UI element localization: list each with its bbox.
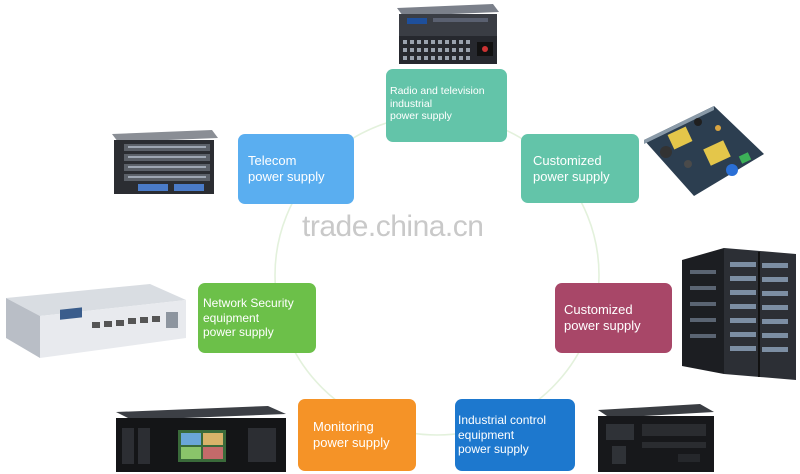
node-label-line: industrial: [390, 97, 433, 110]
radio-tv-power-supply-node: Radio and television industrial power su…: [386, 69, 507, 142]
node-label-line: Industrial control: [458, 413, 547, 428]
node-label-line: equipment: [203, 310, 260, 325]
node-label-line: power supply: [564, 318, 641, 333]
node-label-line: Customized: [533, 152, 602, 168]
node-label-line: Customized: [564, 302, 633, 318]
node-label-line: power supply: [533, 168, 610, 184]
network-security-power-supply-node: Network Security equipment power supply: [198, 283, 316, 353]
node-label-line: Telecom: [248, 153, 297, 169]
customized-power-supply-node-right: Customized power supply: [555, 283, 672, 353]
watermark: trade.china.cn: [302, 210, 484, 243]
network-switch-chassis-image: [112, 130, 218, 194]
firewall-appliance-image: [6, 284, 186, 358]
monitoring-power-supply-node: Monitoring power supply: [298, 399, 416, 471]
node-label-line: power supply: [458, 442, 529, 457]
node-label-line: power supply: [248, 169, 325, 184]
customized-power-supply-node-top: Customized power supply: [521, 134, 639, 203]
industrial-pc-chassis-image: [598, 404, 714, 472]
power-supply-board-image: [644, 106, 764, 196]
industrial-control-power-supply-node: Industrial control equipment power suppl…: [455, 399, 575, 471]
node-label-line: power supply: [390, 110, 452, 123]
node-label-line: Network Security: [203, 296, 294, 311]
node-label-line: power supply: [313, 435, 390, 450]
telecom-power-supply-node: Telecom power supply: [238, 134, 354, 204]
node-label-line: Radio and television: [390, 85, 485, 97]
node-label-line: equipment: [458, 427, 515, 442]
dvr-recorder-image: [116, 406, 286, 472]
node-label-line: Monitoring: [313, 419, 374, 435]
av-matrix-switcher-image: [397, 4, 499, 64]
server-rack-cabinets-image: [682, 248, 796, 380]
node-label-line: power supply: [203, 325, 274, 340]
